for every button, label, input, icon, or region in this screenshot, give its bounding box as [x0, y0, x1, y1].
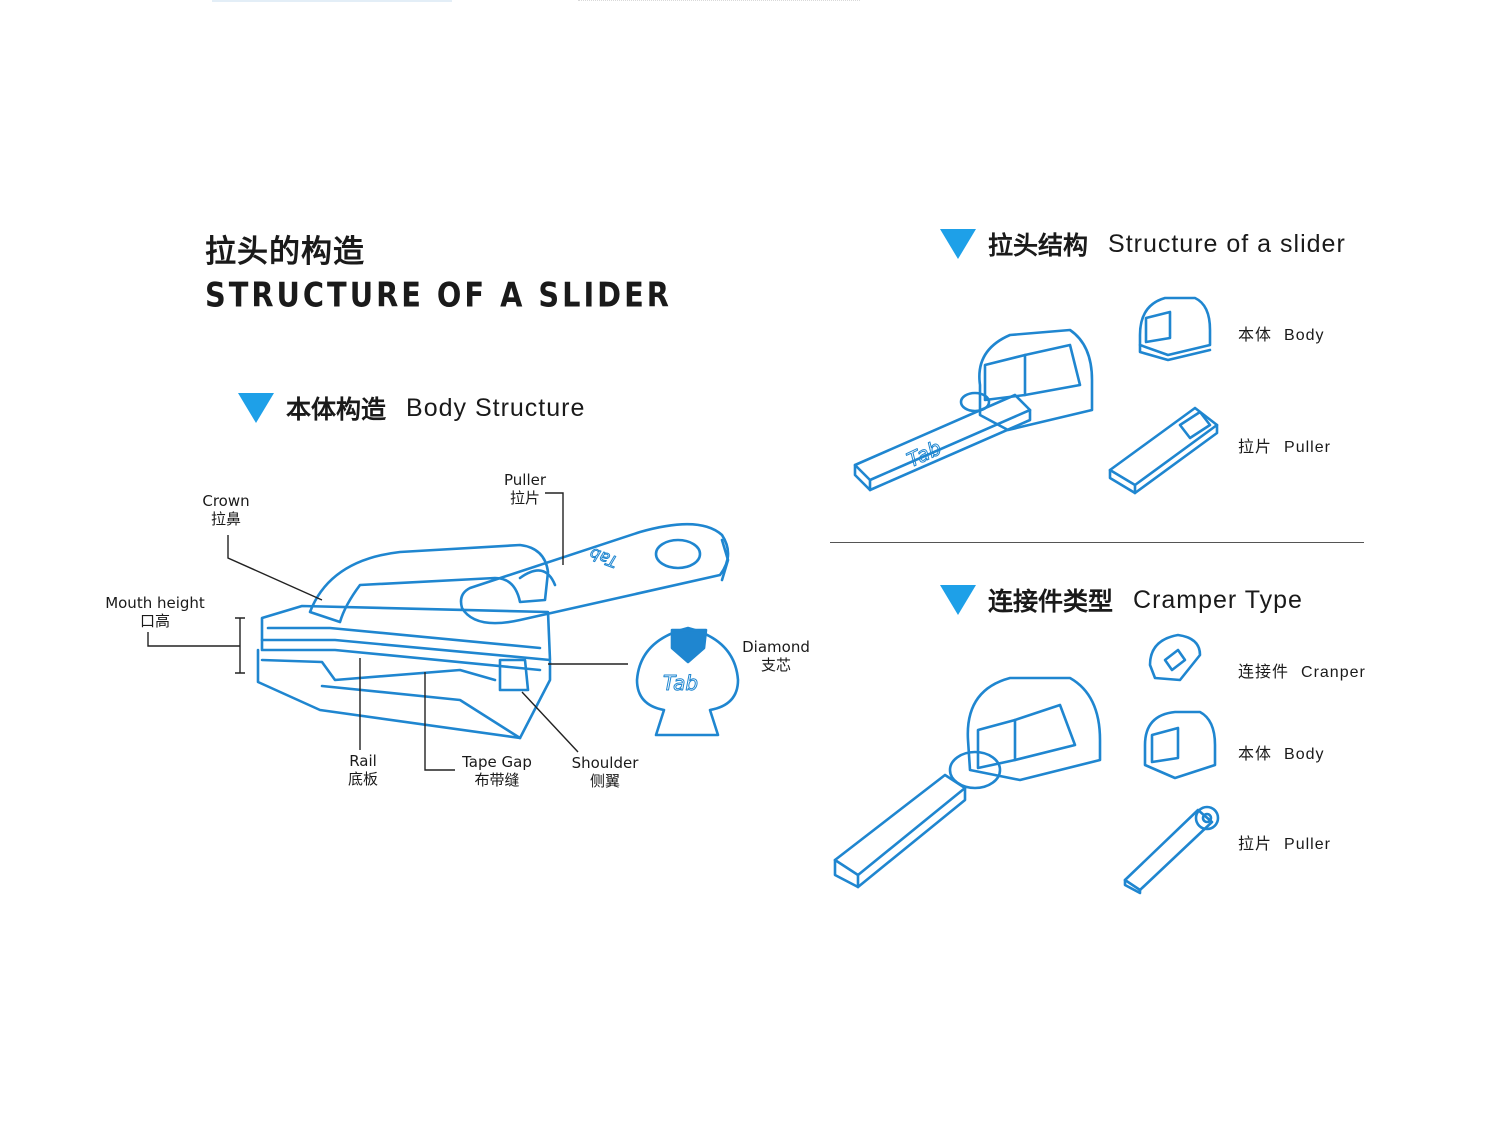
cramper-body-label: 本体 Body	[1238, 740, 1324, 764]
tape-gap-label-en: Tape Gap	[462, 753, 532, 771]
mouth-height-label-cn: 口高	[139, 612, 170, 630]
triangle-marker-icon	[238, 393, 274, 423]
cramper-body-label-en: Body	[1284, 746, 1325, 763]
body-structure-heading-cn: 本体构造	[286, 395, 387, 424]
shoulder-label-cn: 侧翼	[589, 772, 620, 790]
cramper-connector-illustration	[1148, 633, 1202, 682]
diamond-logo-text: Tab	[663, 671, 698, 695]
body-structure-slider-illustration: Tab Tab	[256, 522, 740, 740]
slider-structure-heading-en: Structure of a slider	[1108, 229, 1346, 258]
triangle-marker-icon	[940, 585, 976, 615]
rail-label-en: Rail	[349, 752, 377, 770]
cramper-connector-label-cn: 连接件	[1238, 664, 1290, 681]
cramper-connector-label-en: Cranper	[1301, 664, 1366, 681]
cramper-body-label-cn: 本体	[1238, 746, 1273, 763]
slider-structure-heading-cn: 拉头结构	[988, 231, 1089, 260]
diamond-label: Diamond 支芯	[738, 638, 814, 674]
slider-puller-part-illustration	[1108, 406, 1219, 495]
assembled-slider-illustration: Tab	[853, 328, 1094, 492]
shoulder-label: Shoulder 侧翼	[566, 754, 644, 790]
cramper-puller-label-cn: 拉片	[1238, 836, 1273, 853]
page-title-cn: 拉头的构造	[205, 234, 365, 270]
slider-body-label-en: Body	[1284, 327, 1325, 344]
rail-label-cn: 底板	[347, 770, 378, 788]
puller-label-cn: 拉片	[509, 489, 540, 507]
slider-body-label: 本体 Body	[1238, 321, 1324, 345]
body-structure-heading: 本体构造 Body Structure	[238, 390, 585, 426]
cramper-type-heading-en: Cramper Type	[1133, 585, 1303, 614]
top-bar-left	[212, 0, 452, 2]
top-bar-right	[578, 0, 860, 1]
crown-label-cn: 拉鼻	[210, 510, 241, 528]
diamond-label-en: Diamond	[742, 638, 810, 656]
shoulder-label-en: Shoulder	[571, 754, 639, 772]
diamond-core-shape	[670, 628, 708, 664]
cramper-puller-label-en: Puller	[1284, 836, 1331, 853]
puller-label: Puller 拉片	[496, 471, 554, 507]
crown-label-en: Crown	[202, 492, 250, 510]
slider-body-part-illustration	[1138, 296, 1212, 362]
slider-body-label-cn: 本体	[1238, 327, 1273, 344]
section-divider	[830, 542, 1364, 543]
crown-label: Crown 拉鼻	[196, 492, 256, 528]
tape-gap-label: Tape Gap 布带缝	[456, 753, 538, 789]
puller-label-en: Puller	[503, 471, 547, 489]
slider-puller-label: 拉片 Puller	[1238, 433, 1331, 457]
slider-puller-label-cn: 拉片	[1238, 439, 1273, 456]
rail-label: Rail 底板	[340, 752, 386, 788]
tape-gap-label-cn: 布带缝	[474, 771, 520, 789]
cramper-type-heading: 连接件类型 Cramper Type	[940, 582, 1303, 618]
mouth-height-label: Mouth height 口高	[100, 594, 210, 630]
cramper-type-heading-cn: 连接件类型	[988, 587, 1114, 616]
diamond-label-cn: 支芯	[760, 656, 791, 674]
leader-lines	[147, 492, 628, 771]
slider-puller-label-en: Puller	[1284, 439, 1331, 456]
triangle-marker-icon	[940, 229, 976, 259]
cramper-puller-part-illustration	[1123, 805, 1220, 895]
slider-structure-heading: 拉头结构 Structure of a slider	[940, 226, 1346, 262]
page-title-en: STRUCTURE OF A SLIDER	[205, 275, 672, 315]
mouth-height-label-en: Mouth height	[105, 594, 205, 612]
cramper-puller-label: 拉片 Puller	[1238, 830, 1331, 854]
body-structure-heading-en: Body Structure	[406, 393, 586, 422]
cramper-connector-label: 连接件 Cranper	[1238, 658, 1366, 682]
cramper-assembled-illustration	[833, 676, 1102, 889]
cramper-body-part-illustration	[1143, 710, 1217, 780]
